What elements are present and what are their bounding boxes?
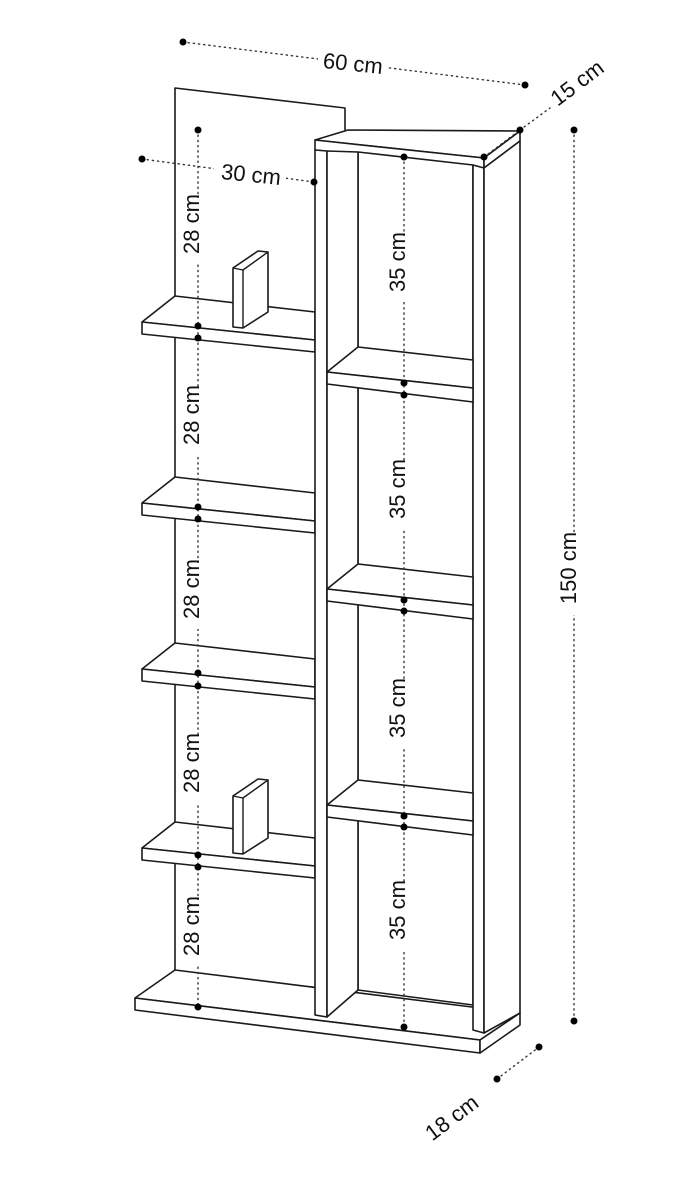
right-tower xyxy=(314,129,521,1034)
left-gap-labels: 28 cm 28 cm 28 cm 28 cm 28 cm xyxy=(179,194,211,966)
tower-offset-label: 30 cm xyxy=(220,159,282,190)
dimension-labels: 60 cm 15 cm 30 cm 150 cm 18 cm 28 cm 28 … xyxy=(179,48,609,1146)
right-gap-label: 35 cm xyxy=(385,880,410,940)
book xyxy=(232,778,269,855)
height-label: 150 cm xyxy=(556,532,581,604)
left-gap-label: 28 cm xyxy=(179,385,204,445)
left-shelves xyxy=(141,295,316,879)
tower-shelf xyxy=(326,779,474,836)
left-gap-label: 28 cm xyxy=(179,896,204,956)
base-side-face xyxy=(479,1012,521,1054)
right-gap-label: 35 cm xyxy=(385,678,410,738)
right-gap-label: 35 cm xyxy=(385,459,410,519)
tower-right-outer xyxy=(483,140,521,1034)
right-gap-labels: 35 cm 35 cm 35 cm 35 cm xyxy=(385,232,417,950)
bottom-depth-label: 18 cm xyxy=(420,1090,483,1146)
right-gap-label: 35 cm xyxy=(385,232,410,292)
left-gap-label: 28 cm xyxy=(179,194,204,254)
tower-shelf xyxy=(326,346,474,403)
left-gap-label: 28 cm xyxy=(179,559,204,619)
book xyxy=(232,250,269,329)
bookshelf-drawing xyxy=(134,87,521,1054)
tower-shelf xyxy=(326,563,474,620)
left-gap-label: 28 cm xyxy=(179,733,204,793)
width-label: 60 cm xyxy=(322,48,384,79)
tower-left-panel xyxy=(314,149,328,1018)
tower-right-panel xyxy=(472,164,485,1034)
top-depth-label: 15 cm xyxy=(546,55,609,111)
